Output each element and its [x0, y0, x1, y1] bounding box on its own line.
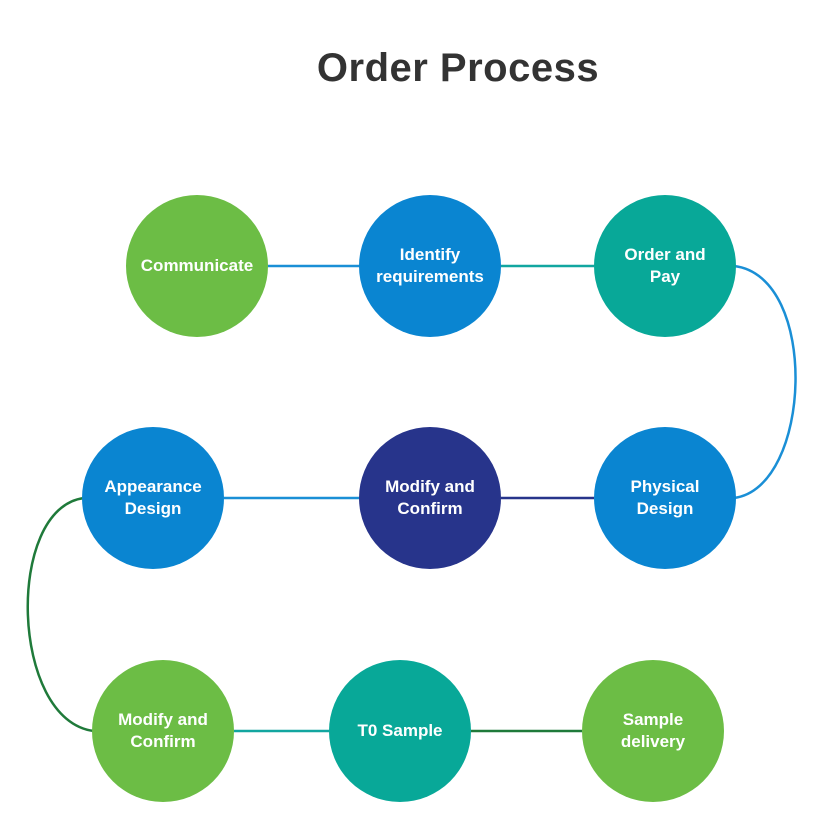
step-modify-and-confirm-2: Modify and Confirm — [92, 660, 234, 802]
diagram-title: Order Process — [316, 46, 600, 90]
step-label: Communicate — [140, 256, 254, 275]
step-label: Modify and Confirm — [118, 710, 208, 751]
step-label: T0 Sample — [357, 721, 443, 740]
step-appearance-design: Appearance Design — [82, 427, 224, 569]
step-communicate: Communicate — [126, 195, 268, 337]
step-label: Modify and Confirm — [385, 477, 475, 518]
step-label: Order and Pay — [624, 245, 706, 286]
step-identify-requirements: Identify requirements — [359, 195, 501, 337]
step-modify-and-confirm-1: Modify and Confirm — [359, 427, 501, 569]
connector-order-and-pay-to-physical-design — [733, 264, 797, 500]
step-label: Sample delivery — [620, 710, 686, 751]
step-order-and-pay: Order and Pay — [594, 195, 736, 337]
step-label: Physical Design — [630, 477, 700, 518]
connector-appearance-design-to-modify-and-confirm-2 — [26, 496, 95, 733]
step-physical-design: Physical Design — [594, 427, 736, 569]
step-label: Appearance Design — [104, 477, 202, 518]
step-t0-sample: T0 Sample — [329, 660, 471, 802]
step-label: Identify requirements — [376, 245, 484, 286]
step-sample-delivery: Sample delivery — [582, 660, 724, 802]
